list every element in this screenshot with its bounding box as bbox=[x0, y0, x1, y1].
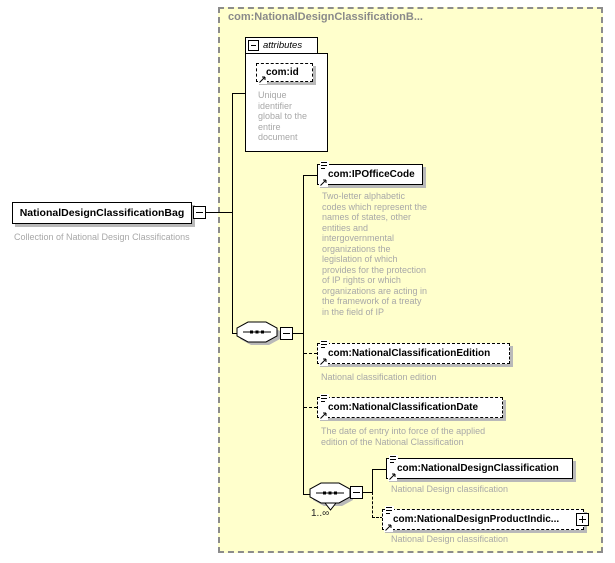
root-annotation: Collection of National Design Classifica… bbox=[14, 232, 190, 242]
reference-arrow-icon bbox=[258, 75, 267, 84]
element-label: com:IPOfficeCode bbox=[328, 169, 415, 180]
connector-trunk2-solid bbox=[372, 469, 373, 493]
attributes-label: attributes bbox=[263, 40, 303, 51]
element-national-design-classification[interactable]: com:NationalDesignClassification bbox=[386, 455, 573, 481]
connector-seq1-out bbox=[293, 333, 304, 334]
connector-date bbox=[304, 407, 317, 408]
edition-annotation: National classification edition bbox=[321, 372, 437, 382]
connector-ipofficecode bbox=[303, 175, 317, 176]
complex-type-title: com:NationalDesignClassificationB... bbox=[228, 11, 423, 23]
element-national-design-product-indication[interactable]: com:NationalDesignProductIndic... bbox=[382, 506, 589, 532]
repeat-triangle-icon bbox=[324, 502, 337, 511]
attribute-annotation: Unique identifier global to the entire d… bbox=[258, 90, 308, 142]
attribute-com-id[interactable]: com:id bbox=[256, 63, 313, 84]
date-annotation: The date of entry into force of the appl… bbox=[321, 426, 486, 447]
productindication-annotation: National Design classification bbox=[391, 534, 509, 544]
root-element-label: NationalDesignClassificationBag bbox=[19, 207, 185, 219]
connector-seq1-stub bbox=[232, 333, 238, 334]
collapse-sequence1-icon[interactable] bbox=[280, 327, 293, 340]
element-ipofficecode[interactable]: com:IPOfficeCode bbox=[317, 161, 423, 187]
connector-edition bbox=[304, 353, 317, 354]
content-lines-icon bbox=[320, 161, 329, 170]
reference-arrow-icon bbox=[384, 523, 393, 532]
connector-designclassification bbox=[372, 469, 386, 470]
attributes-tab[interactable]: attributes bbox=[245, 37, 318, 54]
element-label: com:NationalDesignProductIndic... bbox=[393, 514, 560, 525]
reference-arrow-icon bbox=[388, 472, 397, 481]
collapse-root-icon[interactable] bbox=[193, 206, 206, 219]
connector-attributes bbox=[232, 93, 246, 94]
element-label: com:NationalDesignClassification bbox=[397, 463, 559, 474]
sequence-compositor-2[interactable] bbox=[309, 482, 357, 510]
element-label: com:NationalClassificationEdition bbox=[328, 348, 491, 359]
element-label: com:NationalClassificationDate bbox=[328, 402, 479, 413]
connector-trunk0 bbox=[232, 93, 233, 334]
sequence-compositor-1[interactable] bbox=[236, 321, 284, 349]
reference-arrow-icon bbox=[319, 411, 328, 420]
content-lines-icon bbox=[320, 394, 329, 403]
expand-productindication-icon[interactable] bbox=[576, 513, 589, 526]
content-lines-icon bbox=[320, 340, 329, 349]
reference-arrow-icon bbox=[319, 178, 328, 187]
content-lines-icon bbox=[385, 506, 394, 515]
attribute-label: com:id bbox=[266, 67, 299, 78]
element-national-classification-edition[interactable]: com:NationalClassificationEdition bbox=[317, 340, 510, 366]
collapse-sequence2-icon[interactable] bbox=[350, 486, 363, 499]
ipofficecode-annotation: Two-letter alphabetic codes which repres… bbox=[322, 191, 428, 317]
content-lines-icon bbox=[389, 455, 398, 464]
element-national-classification-date[interactable]: com:NationalClassificationDate bbox=[317, 394, 503, 420]
root-element[interactable]: NationalDesignClassificationBag bbox=[12, 202, 192, 224]
connector-trunk1 bbox=[303, 175, 304, 495]
collapse-attributes-icon[interactable] bbox=[248, 40, 259, 51]
reference-arrow-icon bbox=[319, 357, 328, 366]
connector-trunk2-dashed bbox=[372, 492, 373, 518]
designclassification-annotation: National Design classification bbox=[391, 484, 509, 494]
connector-root bbox=[206, 212, 233, 213]
connector-seq2-out bbox=[363, 492, 373, 493]
connector-productindication bbox=[372, 517, 383, 518]
connector-seq2-stub bbox=[303, 494, 313, 495]
cardinality-label: 1..∞ bbox=[311, 508, 330, 519]
